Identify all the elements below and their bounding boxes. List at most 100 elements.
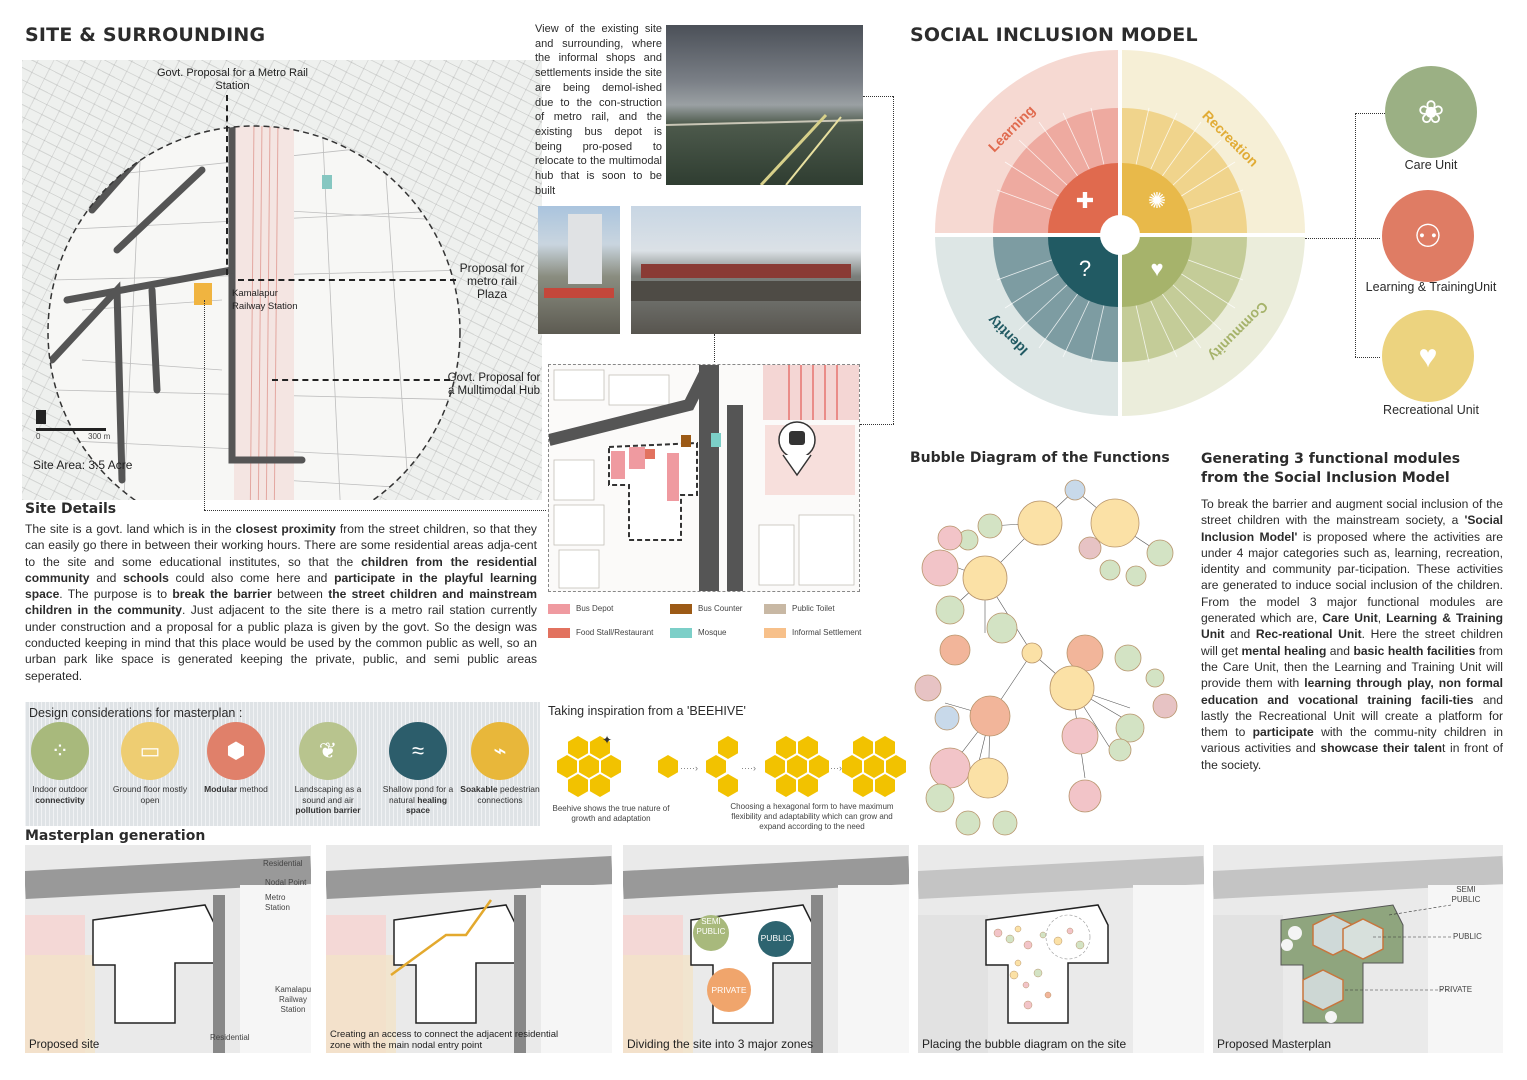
hex-single <box>658 755 678 778</box>
landscape-icon: ❦ <box>299 722 357 780</box>
design-considerations-panel: Design considerations for masterplan : ⁘… <box>25 702 540 826</box>
open-ground-icon: ▭ <box>121 722 179 780</box>
modules-run: and <box>1224 627 1256 642</box>
scale-bar <box>36 428 106 431</box>
consideration-pond: ≈ Shallow pond for a natural healing spa… <box>377 722 459 816</box>
modules-text: To break the barrier and augment social … <box>1201 496 1503 773</box>
celebration-icon: ✺ <box>1148 188 1166 213</box>
plaza-leader-line <box>238 279 456 281</box>
aerial-photo <box>666 25 863 185</box>
modules-run: showcase their talen <box>1320 741 1443 756</box>
pond-icon: ≈ <box>389 722 447 780</box>
hex-three <box>706 736 738 797</box>
mp-caption-5: Proposed Masterplan <box>1217 1037 1332 1051</box>
aerial-connector-h <box>863 96 893 97</box>
aerial-connector-v <box>893 96 894 424</box>
panel-3-drawing <box>623 856 909 1053</box>
modules-run: To break the barrier and augment social … <box>1201 497 1503 528</box>
beehive-title: Taking inspiration from a 'BEEHIVE' <box>548 704 746 718</box>
mp-caption-3: Dividing the site into 3 major zones <box>627 1037 814 1051</box>
aerial-connector-h2 <box>860 424 894 425</box>
learning-unit-circle: ⚇ <box>1382 190 1474 282</box>
label-hub: Govt. Proposal for a Mulltimodal Hub <box>447 372 541 397</box>
identity-inner <box>1048 237 1118 307</box>
label-metro-proposal: Govt. Proposal for a Metro Rail Station <box>156 67 308 92</box>
training-icon: ⚇ <box>1413 218 1443 254</box>
legend-public-toilet: Public Toilet <box>764 604 835 614</box>
connector-dotted-h <box>204 510 546 511</box>
connectivity-icon: ⁘ <box>31 722 89 780</box>
site-details-run: The site is a govt. land which is in the <box>25 522 236 536</box>
modules-run: participate <box>1252 725 1314 740</box>
hex-many <box>842 736 906 797</box>
bracket-learning <box>1355 238 1380 239</box>
panel-4-drawing <box>918 856 1204 1053</box>
legend-bus-depot: Bus Depot <box>548 604 613 614</box>
bracket-care <box>1355 113 1385 114</box>
svg-text:·····›: ·····› <box>680 763 698 773</box>
recreational-unit-circle: ♥ <box>1382 310 1474 402</box>
site-area: Site Area: 3.5 Acre <box>33 458 133 472</box>
site-details-run: schools <box>123 570 169 585</box>
recreation-inner <box>1122 163 1192 233</box>
label-plaza: Proposal for metro rail Plaza <box>459 261 525 301</box>
north-arrow-icon <box>36 410 46 424</box>
community-inner <box>1122 237 1192 307</box>
zone-public: PUBLIC <box>760 933 792 943</box>
label-station: Kamalapur Railway Station <box>232 288 298 312</box>
question-head-icon: ? <box>1079 256 1091 281</box>
panel-1-drawing <box>25 856 311 1053</box>
considerations-title: Design considerations for masterplan : <box>29 706 243 720</box>
svg-text:✦: ✦ <box>602 733 612 747</box>
legend-informal-settlement: Informal Settlement <box>764 628 861 638</box>
legend-food-stall: Food Stall/Restaurant <box>548 628 653 638</box>
recreational-unit-label: Recreational Unit <box>1383 403 1479 417</box>
modules-run: 'Social Inclusion Model' <box>1201 513 1503 544</box>
care-unit-circle: ❀ <box>1385 66 1477 158</box>
site-map-drawing <box>47 125 461 500</box>
site-details-run: the street children and mainstream child… <box>25 587 537 618</box>
mp-label-station: Kamalapur Railway Station <box>275 985 311 1014</box>
bubble-diagram <box>914 479 1178 836</box>
consideration-ground-floor: ▭ Ground floor mostly open <box>109 722 191 805</box>
masterplan-panel-2: Creating an access to connect the adjace… <box>326 845 612 1053</box>
mp5-label-semi-public: SEMI PUBLIC <box>1451 885 1481 904</box>
modules-run: Rec-reational Unit <box>1255 627 1362 642</box>
modules-run: with the commu-nity children in various … <box>1201 725 1503 756</box>
mp5-label-public: PUBLIC <box>1453 932 1482 941</box>
street-photo-right <box>631 206 861 334</box>
consideration-connectivity: ⁘ Indoor outdoor connectivity <box>19 722 101 805</box>
consideration-landscaping: ❦ Landscaping as a sound and air polluti… <box>287 722 369 816</box>
beehive-cluster: ✦ <box>557 733 621 797</box>
modules-run: and <box>1326 643 1354 658</box>
masterplan-panel-5: SEMI PUBLIC PUBLIC PRIVATE Proposed Mast… <box>1213 845 1503 1053</box>
zone-semi-public: SEMI PUBLIC <box>696 917 726 936</box>
site-details-run: closest proximity <box>235 522 336 536</box>
masterplan-panel-1: Residential Nodal Point Metro Station Ka… <box>25 845 311 1053</box>
site-details-text: The site is a govt. land which is in the… <box>25 521 537 684</box>
mp-caption-1: Proposed site <box>29 1039 100 1051</box>
modules-run: is proposed where the activities are und… <box>1201 529 1503 626</box>
mp-caption-2: Creating an access to connect the adjace… <box>330 1029 559 1051</box>
modules-run: and lastly the Recreational Unit will cr… <box>1201 692 1504 740</box>
social-inclusion-wheel: ✚ ✺ ? ♥ Learning Recreation Identity Com… <box>935 50 1305 416</box>
units-bracket-v <box>1355 113 1356 357</box>
site-details-run: children from the residential community <box>25 554 537 585</box>
site-title: SITE & SURROUNDING <box>25 24 266 46</box>
learning-inner <box>1048 163 1118 233</box>
learning-unit-label: Learning & TrainingUnit <box>1365 280 1497 294</box>
bracket-recreation <box>1355 357 1380 358</box>
plan-legend: Bus Depot Bus Counter Public Toilet Food… <box>548 604 868 644</box>
masterplan-panel-3: SEMI PUBLIC PUBLIC PRIVATE Dividing the … <box>623 845 909 1053</box>
wheel-connector-h <box>1305 238 1355 239</box>
consideration-modular: ⬢ Modular method <box>195 722 277 795</box>
panel-2-drawing <box>326 856 612 1053</box>
scale-end: 300 m <box>88 432 111 441</box>
modules-title: Generating 3 functional modules from the… <box>1201 451 1461 486</box>
site-details-run: and <box>89 570 124 585</box>
mp-label-residential-bottom: Residential <box>210 1033 250 1042</box>
mp-label-residential-top: Residential <box>263 859 303 868</box>
modules-run: mental healing <box>1241 643 1327 658</box>
puzzle-icon: ✚ <box>1076 188 1094 213</box>
modules-run: from the Care Unit, then the Learning an… <box>1201 643 1503 691</box>
